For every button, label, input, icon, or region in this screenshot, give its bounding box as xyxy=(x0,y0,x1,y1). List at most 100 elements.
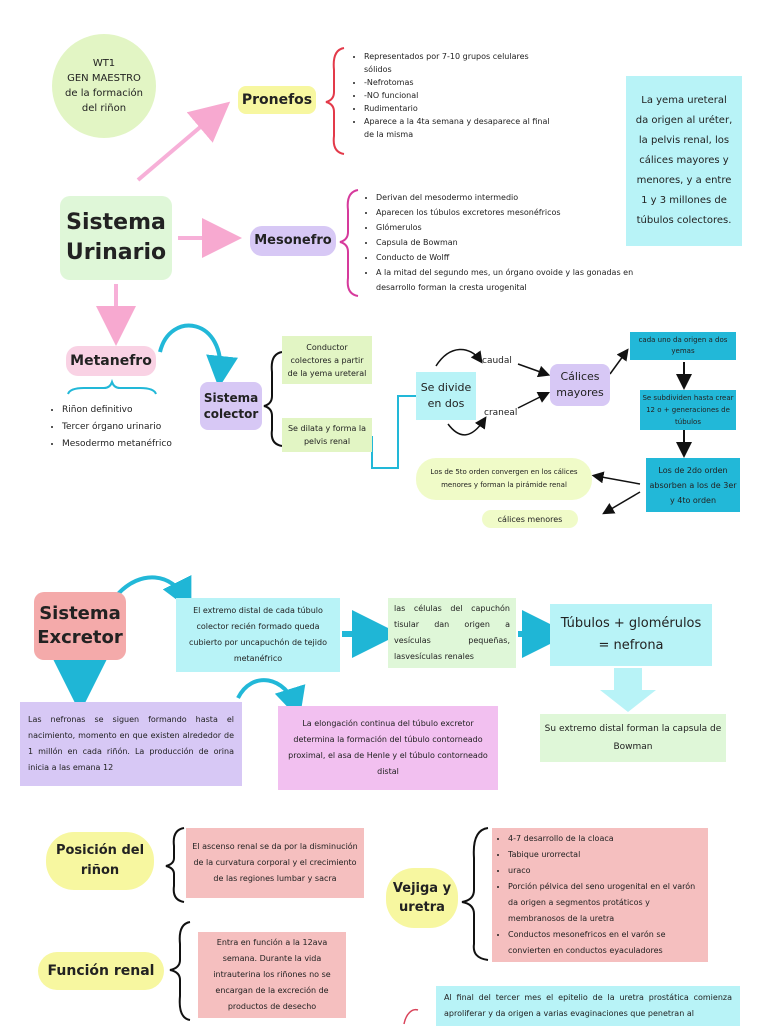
mesonefro-title: Mesonefro xyxy=(250,226,336,256)
metanefro-title: Metanefro xyxy=(66,346,156,376)
posicion-title-line1: Posición del xyxy=(55,843,145,858)
sistema-excretor-line2: Excretor xyxy=(37,627,123,648)
wt1-line1: WT1 xyxy=(92,58,116,69)
subdividen-text: Se subdividen hasta crear 12 o + generac… xyxy=(642,394,734,426)
extremo-text: El extremo distal de cada túbulo colecto… xyxy=(189,606,327,663)
brace-vejiga xyxy=(461,827,489,961)
arrow-caudal xyxy=(435,348,483,367)
celulas-box: las células del capuchón tisular dan ori… xyxy=(388,598,516,668)
final-tercer-mes-box: Al final del tercer mes el epitelio de l… xyxy=(436,986,740,1026)
divide-text: Se divide en dos xyxy=(420,381,472,410)
list-item: 4-7 desarrollo de la cloaca xyxy=(508,831,702,847)
list-item: Aparece a la 4ta semana y desaparece al … xyxy=(364,115,550,141)
arrow-to-pronefos xyxy=(136,101,231,182)
celulas-text: las células del capuchón tisular dan ori… xyxy=(394,604,510,661)
segundo-orden-box: Los de 2do orden absorben a los de 3er y… xyxy=(646,458,740,512)
funcion-text: Entra en función a la 12ava semana. Dura… xyxy=(213,938,331,1011)
extremo-box: El extremo distal de cada túbulo colecto… xyxy=(176,598,340,672)
list-item: Aparecen los túbulos excretores mesonéfr… xyxy=(376,205,642,220)
posicion-title-line2: riñon xyxy=(80,863,120,878)
brace-funcion xyxy=(169,921,191,1021)
sistema-urinario-line2: Urinario xyxy=(65,240,167,265)
list-item: A la mitad del segundo mes, un órgano ov… xyxy=(376,265,642,295)
arrow-to-extremo xyxy=(116,574,192,611)
pronefos-title: Pronefos xyxy=(238,86,316,114)
list-item: uraco xyxy=(508,863,702,879)
vejiga-title: Vejiga y uretra xyxy=(386,868,458,928)
list-item: Derivan del mesodermo intermedio xyxy=(376,190,642,205)
dilata-box: Se dilata y forma la pelvis renal xyxy=(282,418,372,452)
quinto-orden-text: Los de 5to orden convergen en los cálice… xyxy=(430,468,578,489)
mesonefro-title-text: Mesonefro xyxy=(254,233,332,248)
arrow-segundo-quinto xyxy=(591,471,641,485)
list-item: -Nefrotomas xyxy=(364,76,550,89)
yema-ureteral-text: La yema ureteral da origen al uréter, la… xyxy=(635,95,733,226)
vejiga-box: 4-7 desarrollo de la cloaca Tabique uror… xyxy=(492,828,708,962)
list-item: Glómerulos xyxy=(376,220,642,235)
brace-sistema-colector xyxy=(263,351,283,447)
nefronas-text: Las nefronas se siguen formando hasta el… xyxy=(28,715,234,772)
brace-metanefro xyxy=(67,378,157,395)
list-item: Representados por 7-10 grupos celulares … xyxy=(364,50,550,76)
funcion-box: Entra en función a la 12ava semana. Dura… xyxy=(198,932,346,1018)
list-item: Rudimentario xyxy=(364,102,550,115)
arrow-craneal xyxy=(447,416,487,436)
vejiga-title-line2: uretra xyxy=(399,900,445,915)
list-item: -NO funcional xyxy=(364,89,550,102)
posicion-box: El ascenso renal se da por la disminució… xyxy=(186,828,364,898)
arrow-segundo-menores xyxy=(602,491,641,515)
caudal-label: caudal xyxy=(482,356,512,366)
tubulos-box: Túbulos + glomérulos = nefrona xyxy=(550,604,712,666)
list-item: Mesodermo metanéfrico xyxy=(62,436,198,453)
pronefos-list: Representados por 7-10 grupos celulares … xyxy=(350,50,550,141)
list-item: Conducto de Wolff xyxy=(376,250,642,265)
quinto-orden-box: Los de 5to orden convergen en los cálice… xyxy=(416,458,592,500)
brace-posicion xyxy=(165,827,185,903)
conductor-text: Conductor colectores a partir de la yema… xyxy=(287,342,367,378)
divide-box: Se divide en dos xyxy=(416,372,476,420)
calices-mayores-box: Cálices mayores xyxy=(550,364,610,406)
sistema-colector-box: Sistema colector xyxy=(200,382,262,430)
funcion-title: Función renal xyxy=(38,952,164,990)
nefronas-box: Las nefronas se siguen formando hasta el… xyxy=(20,702,242,786)
connector-dilata-divide xyxy=(371,395,416,469)
calices-menores-box: cálices menores xyxy=(482,510,578,528)
cada-uno-box: cada uno da origen a dos yemas xyxy=(630,332,736,360)
tubulos-text: Túbulos + glomérulos = nefrona xyxy=(560,616,702,653)
arrow-calices-cadauno xyxy=(609,348,629,375)
wt1-bubble: WT1 GEN MAESTRO de la formación del riño… xyxy=(52,34,156,138)
conductor-box: Conductor colectores a partir de la yema… xyxy=(282,336,372,384)
sistema-colector-line1: Sistema xyxy=(203,391,259,405)
elongacion-box: La elongación continua del túbulo excret… xyxy=(278,706,498,790)
sistema-excretor-box: Sistema Excretor xyxy=(34,592,126,660)
final-tercer-mes-text: Al final del tercer mes el epitelio de l… xyxy=(444,993,732,1018)
sistema-urinario-box: Sistema Urinario xyxy=(60,196,172,280)
list-item: Conductos mesonefricos en el varón se co… xyxy=(508,927,702,959)
yema-ureteral-box: La yema ureteral da origen al uréter, la… xyxy=(626,76,742,246)
funcion-title-text: Función renal xyxy=(47,963,155,979)
arrow-craneal-calices xyxy=(517,391,551,409)
posicion-title: Posición del riñon xyxy=(46,832,154,890)
list-item: Tercer órgano urinario xyxy=(62,419,198,436)
vejiga-title-line1: Vejiga y xyxy=(392,881,452,896)
sistema-urinario-line1: Sistema xyxy=(66,210,166,235)
cada-uno-text: cada uno da origen a dos yemas xyxy=(638,336,728,355)
list-item: Tabique urorrectal xyxy=(508,847,702,863)
posicion-text: El ascenso renal se da por la disminució… xyxy=(192,842,358,883)
arrow-caudal-calices xyxy=(517,363,551,378)
segundo-orden-text: Los de 2do orden absorben a los de 3er y… xyxy=(649,465,737,505)
subdividen-box: Se subdividen hasta crear 12 o + generac… xyxy=(640,390,736,430)
calices-mayores-text: Cálices mayores xyxy=(556,370,604,399)
metanefro-list: Riñon definitivo Tercer órgano urinario … xyxy=(48,402,198,453)
list-item: Capsula de Bowman xyxy=(376,235,642,250)
capsula-box: Su extremo distal forman la capsula de B… xyxy=(540,714,726,762)
sistema-colector-line2: colector xyxy=(203,407,259,421)
wt1-line3: de la formación xyxy=(65,88,143,99)
list-item: Riñon definitivo xyxy=(62,402,198,419)
doodle-icon xyxy=(403,1008,419,1025)
brace-pronefos xyxy=(325,47,345,155)
craneal-label: craneal xyxy=(484,408,518,418)
list-item: Porción pélvica del seno urogenital en e… xyxy=(508,879,702,927)
brace-mesonefro xyxy=(339,189,359,297)
